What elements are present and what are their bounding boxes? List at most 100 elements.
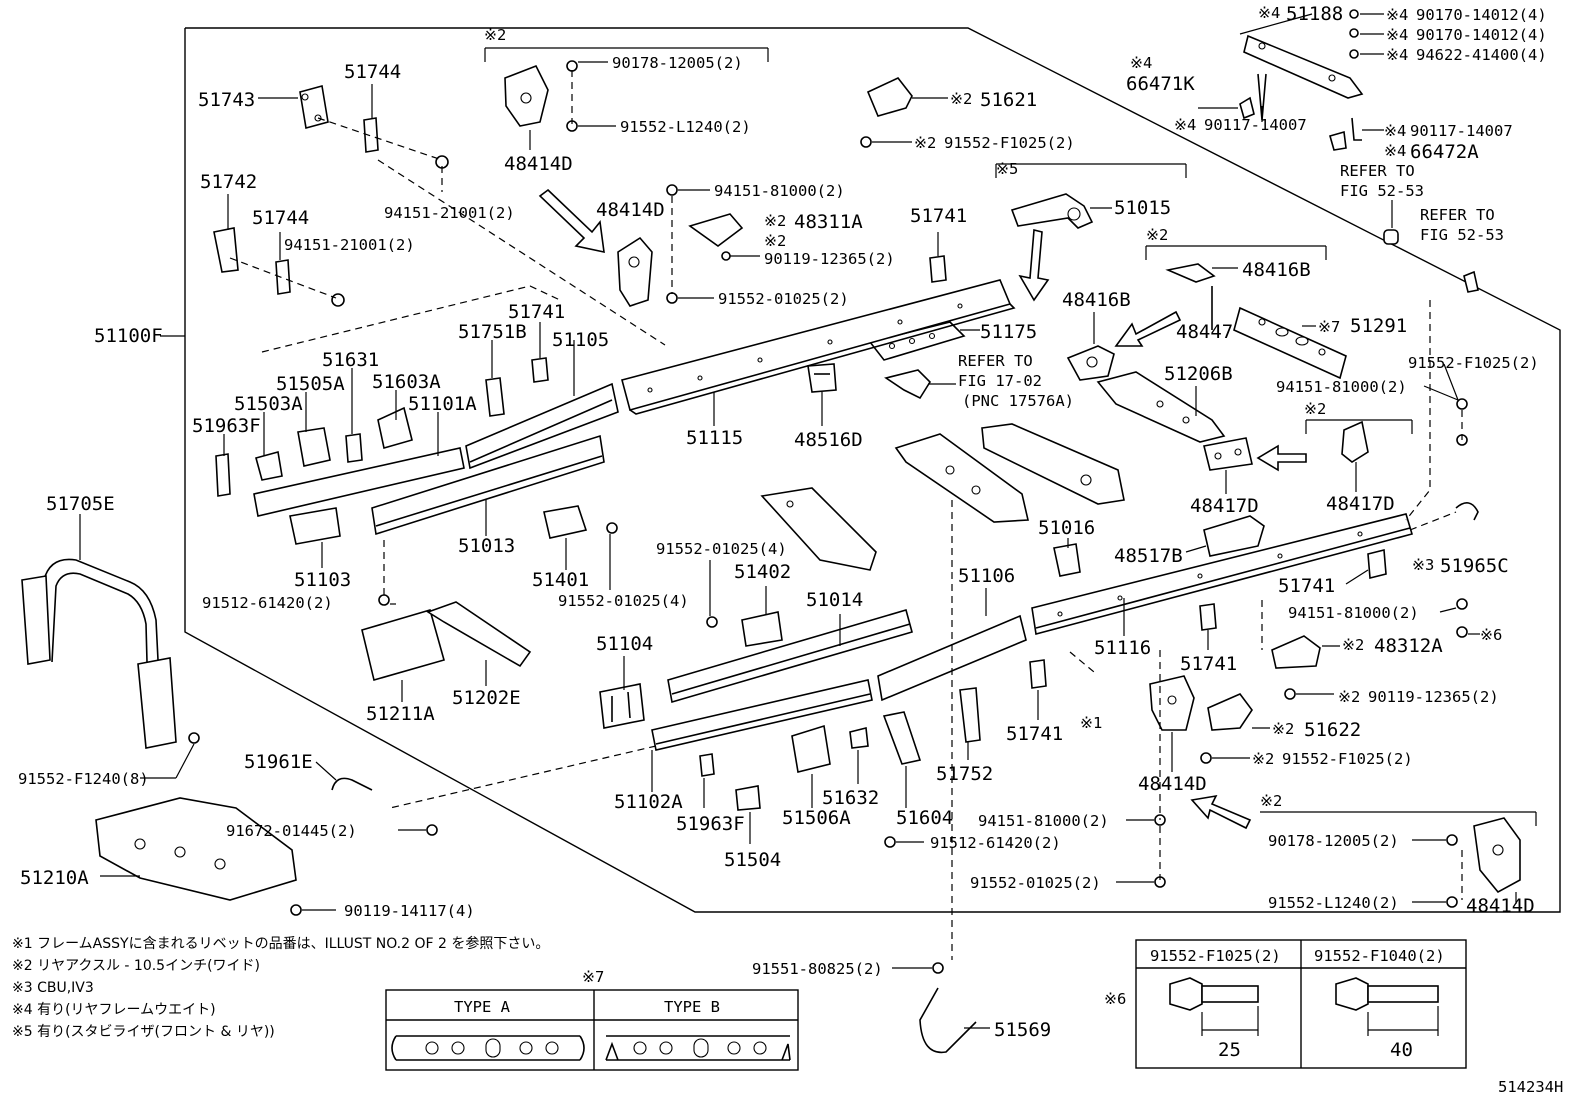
part-labels: 51743 51744 51742 51744 94151-21001(2) 9… <box>18 3 1547 1041</box>
label-51210A: 51210A <box>20 867 89 889</box>
label-91552-01025: 91552-01025(4) <box>656 540 787 558</box>
label-91552-L1240: 91552-L1240(2) <box>620 118 751 136</box>
mark-4: ※4 <box>1386 6 1408 24</box>
label-51402: 51402 <box>734 561 791 583</box>
label-51015: 51015 <box>1114 197 1171 219</box>
label-51504: 51504 <box>724 849 781 871</box>
label-48447: 48447 <box>1176 321 1233 343</box>
note-3: ※3 CBU,IV3 <box>12 980 94 996</box>
mark-2: ※2 <box>1252 750 1274 768</box>
label-51013: 51013 <box>458 535 515 557</box>
label-51742: 51742 <box>200 171 257 193</box>
refer-to-text: REFER TO <box>1340 162 1415 180</box>
mark-5: ※5 <box>996 160 1018 178</box>
note-4: ※4 有り(リヤフレームウエイト) <box>12 1002 216 1018</box>
dim-40: 40 <box>1390 1039 1413 1061</box>
label-51291: 51291 <box>1350 315 1407 337</box>
part-shapes <box>21 9 1521 1054</box>
mark-6: ※6 <box>1104 990 1126 1008</box>
label-91552-F1025: 91552-F1025(2) <box>1408 354 1539 372</box>
label-51102A: 51102A <box>614 791 683 813</box>
label-51631: 51631 <box>322 349 379 371</box>
label-48417D: 48417D <box>1326 493 1395 515</box>
label-66471K: 66471K <box>1126 73 1195 95</box>
label-51741: 51741 <box>910 205 967 227</box>
label-51206B: 51206B <box>1164 363 1233 385</box>
label-51741: 51741 <box>1278 575 1335 597</box>
leader-lines <box>79 13 1537 1029</box>
label-51963F: 51963F <box>676 813 745 835</box>
mark-2: ※2 <box>1272 720 1294 738</box>
mark-2: ※2 <box>1338 688 1360 706</box>
label-51705E: 51705E <box>46 493 115 515</box>
mark-2: ※2 <box>1146 226 1168 244</box>
diagram-id: 514234H <box>1498 1078 1563 1096</box>
label-51104: 51104 <box>596 633 653 655</box>
label-51202E: 51202E <box>452 687 521 709</box>
label-91552-L1240: 91552-L1240(2) <box>1268 894 1399 912</box>
label-90170-14012: 90170-14012(4) <box>1416 6 1547 24</box>
mark-7: ※7 <box>582 968 604 986</box>
label-94622-41400: 94622-41400(4) <box>1416 46 1547 64</box>
label-51016: 51016 <box>1038 517 1095 539</box>
label-51569: 51569 <box>994 1019 1051 1041</box>
label-48414D: 48414D <box>1466 895 1535 917</box>
label-48414D: 48414D <box>596 199 665 221</box>
label-94151-81000: 94151-81000(2) <box>978 812 1109 830</box>
label-90170-14012: 90170-14012(4) <box>1416 26 1547 44</box>
label-51622: 51622 <box>1304 719 1361 741</box>
bolt-91552-F1025: 91552-F1025(2) <box>1150 947 1281 965</box>
label-66472A: 66472A <box>1410 141 1479 163</box>
mark-2: ※2 <box>914 134 936 152</box>
bolt-91552-F1040: 91552-F1040(2) <box>1314 947 1445 965</box>
mark-2: ※2 <box>1342 636 1364 654</box>
label-48416B: 48416B <box>1062 289 1131 311</box>
type-b-header: TYPE B <box>664 998 720 1016</box>
label-90119-12365: 90119-12365(2) <box>764 250 895 268</box>
label-90178-12005: 90178-12005(2) <box>1268 832 1399 850</box>
label-51175: 51175 <box>980 321 1037 343</box>
mark-2: ※2 <box>764 232 786 250</box>
mark-4: ※4 <box>1384 122 1406 140</box>
refer-pnc-17576A: (PNC 17576A) <box>962 392 1074 410</box>
label-51741: 51741 <box>1006 723 1063 745</box>
label-51961E: 51961E <box>244 751 313 773</box>
refer-to-text: REFER TO <box>958 352 1033 370</box>
dashed-guides <box>229 70 1463 960</box>
mark-4: ※4 <box>1258 4 1280 22</box>
label-51965C: 51965C <box>1440 555 1509 577</box>
mark-4: ※4 <box>1384 142 1406 160</box>
label-51100F: 51100F <box>94 325 163 347</box>
label-51744: 51744 <box>252 207 309 229</box>
label-51632: 51632 <box>822 787 879 809</box>
label-90119-14117: 90119-14117(4) <box>344 902 475 920</box>
label-91551-80825: 91551-80825(2) <box>752 960 883 978</box>
label-48311A: 48311A <box>794 211 863 233</box>
mark-4: ※4 <box>1386 26 1408 44</box>
label-51603A: 51603A <box>372 371 441 393</box>
mark-2: ※2 <box>1260 792 1282 810</box>
type-table: ※7 TYPE A TYPE B <box>385 968 799 1071</box>
label-48416B: 48416B <box>1242 259 1311 281</box>
label-51744: 51744 <box>344 61 401 83</box>
label-91512-61420: 91512-61420(2) <box>930 834 1061 852</box>
label-51105: 51105 <box>552 329 609 351</box>
label-51743: 51743 <box>198 89 255 111</box>
label-48414D: 48414D <box>504 153 573 175</box>
label-51106: 51106 <box>958 565 1015 587</box>
label-94151-21001: 94151-21001(2) <box>284 236 415 254</box>
label-51188: 51188 <box>1286 3 1343 25</box>
label-94151-21001: 94151-21001(2) <box>384 204 515 222</box>
note-2: ※2 リヤアクスル - 10.5インチ(ワイド) <box>12 958 260 974</box>
label-48312A: 48312A <box>1374 635 1443 657</box>
label-91552-01025: 91552-01025(2) <box>970 874 1101 892</box>
label-91552-F1025: 91552-F1025(2) <box>944 134 1075 152</box>
label-51751B: 51751B <box>458 321 527 343</box>
label-91672-01445: 91672-01445(2) <box>226 822 357 840</box>
mark-2: ※2 <box>1304 400 1326 418</box>
label-94151-81000: 94151-81000(2) <box>1288 604 1419 622</box>
mark-3: ※3 <box>1412 556 1434 574</box>
label-94151-81000: 94151-81000(2) <box>714 182 845 200</box>
